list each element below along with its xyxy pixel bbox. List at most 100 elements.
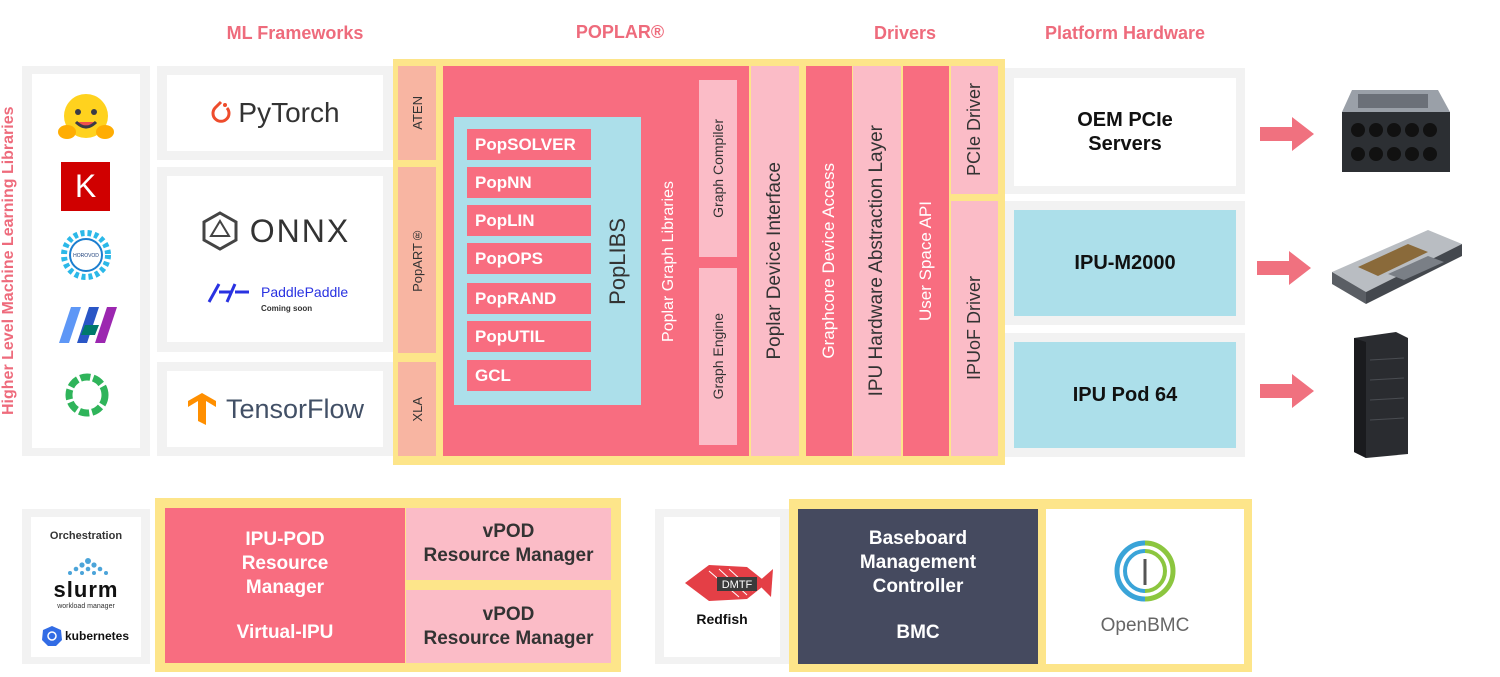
ipuof-driver-box: IPUoF Driver [951,201,998,456]
openbmc-box: OpenBMC [1046,509,1244,664]
m2000-box: IPU-M2000 [1014,210,1236,316]
vpod2-line2: Resource Manager [423,627,594,649]
device-access-box: Graphcore Device Access [806,66,852,456]
popart-box: PopART® [398,167,436,353]
pytorch-logo: PyTorch [167,75,383,151]
arrow-right-icon [1260,374,1314,408]
ipupod-line2: Resource [241,553,329,574]
header-ml-frameworks: ML Frameworks [226,23,364,43]
ipupod-label: IPU-POD Resource Manager [165,528,405,600]
lib-gcl: GCL [467,360,591,391]
graph-libraries-label-wrap: Poplar Graph Libraries [652,117,686,405]
onnx-icon [202,211,238,251]
vpod1-line1: vPOD [482,521,535,542]
ipupod-line3: Manager [245,577,325,598]
openbmc-label: OpenBMC [1100,615,1190,636]
pod64-image [1354,332,1408,458]
lib-poputil: PopUTIL [467,321,591,352]
onnx-paddle-box: ONNX PaddlePaddle Coming soon [167,176,383,342]
lib-popsolver: PopSOLVER [467,129,591,160]
pytorch-label: PyTorch [238,97,340,128]
hw-panel-pod64: IPU Pod 64 [1005,333,1245,457]
paddle-note: Coming soon [261,304,313,313]
hal-box: IPU Hardware Abstraction Layer [853,66,901,456]
m2000-image [1332,230,1462,304]
hw-panel-m2000: IPU-M2000 [1005,201,1245,325]
header-platform-hardware: Platform Hardware [1044,23,1206,43]
lib-popnn: PopNN [467,167,591,198]
kubernetes-label: kubernetes [65,629,130,643]
orchestration-title: Orchestration [49,530,123,542]
kubernetes-icon [42,626,62,646]
frameworks-panel-tensorflow: TensorFlow [157,362,393,456]
paddle-ring-icon [65,373,109,417]
pod64-box: IPU Pod 64 [1014,342,1236,448]
hal-label: IPU Hardware Abstraction Layer [866,125,887,397]
bmc-label: Baseboard Management Controller [798,527,1038,599]
user-space-api-box: User Space API [903,66,949,456]
pcie-driver-label: PCIe Driver [964,83,984,177]
aten-label: ATEN [409,96,425,130]
lib-poplin: PopLIN [467,205,591,236]
device-access-label: Graphcore Device Access [819,163,838,359]
bmc-line3: Controller [872,576,964,597]
arrow-right-icon [1260,117,1314,151]
orchestration-box: Orchestration slurm workload manager kub… [31,517,141,657]
bmc-line1: Baseboard [868,528,968,549]
ipuof-driver-label: IPUoF Driver [964,276,984,381]
orchestration-panel: Orchestration slurm workload manager kub… [22,509,150,664]
paddle-icon [207,283,249,303]
paddle-label: PaddlePaddle [261,284,349,300]
lib-poprand: PopRAND [467,283,591,314]
frameworks-panel-pytorch: PyTorch [157,66,393,160]
huggingface-icon [58,94,114,139]
horovod-icon: HOROVOD [61,230,111,280]
tensorflow-label: TensorFlow [225,393,365,424]
slurm-sub-label: workload manager [57,603,115,610]
keras-letter: K [74,168,97,204]
slurm-label: slurm [53,577,119,602]
redfish-box: DMTF Redfish [664,517,780,657]
hw-panel-oem: OEM PCIe Servers [1005,68,1245,194]
onnx-logo: ONNX [167,206,383,256]
xla-label: XLA [409,396,425,422]
graph-compiler-label: Graph Compiler [710,119,726,218]
slurm-icon [68,558,108,575]
user-space-api-label: User Space API [916,200,935,321]
horovod-text: HOROVOD [73,253,99,259]
arrow-right-icon [1257,251,1311,285]
oem-label-line2: Servers [1088,133,1162,155]
dmtf-label: DMTF [722,579,753,591]
redfish-label: Redfish [696,611,748,627]
redfish-panel: DMTF Redfish [655,509,789,664]
vpod-manager-2: vPOD Resource Manager [406,590,611,663]
vpod1-line2: Resource Manager [423,545,594,566]
device-interface-label: Poplar Device Interface [764,162,785,360]
bmc-line2: Management [859,552,977,573]
bmc-box: Baseboard Management Controller BMC [798,509,1038,664]
ipupod-resource-manager-box: IPU-POD Resource Manager Virtual-IPU [165,508,405,663]
oem-servers-box: OEM PCIe Servers [1014,78,1236,186]
xla-box: XLA [398,362,436,456]
graph-compiler-box: Graph Compiler [699,80,737,257]
frameworks-panel-onnx: ONNX PaddlePaddle Coming soon [157,167,393,352]
pcie-server-image [1342,90,1450,172]
header-poplar: POPLAR® [575,22,665,42]
pytorch-flame-icon [211,100,231,123]
keras-icon: K [61,162,110,211]
pcie-driver-box: PCIe Driver [951,66,998,194]
graph-engine-label: Graph Engine [710,313,726,400]
poplibs-label-wrap: PopLIBS [598,117,638,405]
tensorflow-icon [187,393,216,425]
device-interface-box: Poplar Device Interface [751,66,799,456]
graph-libraries-label: Poplar Graph Libraries [660,180,677,342]
bmc-short-label: BMC [896,622,940,643]
header-drivers: Drivers [873,23,937,43]
paddle-logo: PaddlePaddle Coming soon [205,276,375,316]
aten-box: ATEN [398,66,436,160]
oem-label-line1: OEM PCIe [1077,109,1173,131]
tensorflow-logo: TensorFlow [167,371,383,447]
redfish-fish-icon: DMTF [685,565,773,601]
vpod-manager-1: vPOD Resource Manager [406,508,611,580]
ipupod-line1: IPU-POD [245,529,325,550]
